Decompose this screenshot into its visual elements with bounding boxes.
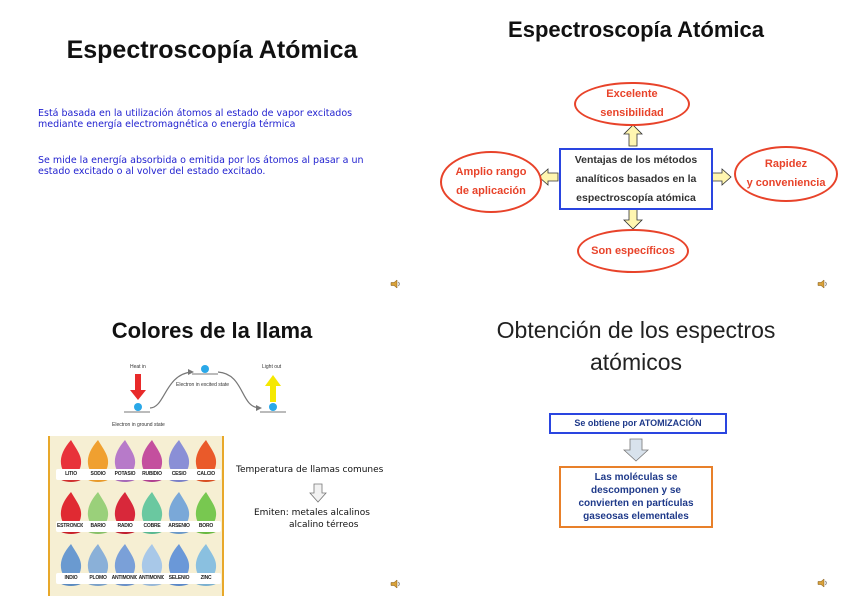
flame-lead: PLOMO [83,542,113,588]
flame-arsenic: ARSENIO [164,490,194,536]
flame-zinc: ZINC [191,542,221,588]
flame-selenium: SELENIO [164,542,194,588]
flame-label: COBRE [137,521,167,532]
flame-copper: COBRE [137,490,167,536]
arrows-diagram [538,124,732,230]
speaker-icon[interactable] [817,279,829,289]
slide-1: Espectroscopía Atómica Está basada en la… [0,0,424,300]
arrow-up-icon [623,124,643,147]
arrow-left-icon [538,168,559,186]
flame-label: POTASIO [110,469,140,480]
paragraph-2-line-2: estado excitado o al volver del estado e… [38,166,266,177]
oval-range-line-2: de aplicación [456,185,526,197]
flame-barium: BARIO [83,490,113,536]
atomization-box: Se obtiene por ATOMIZACIÓN [549,413,727,434]
flame-row-2: ESTRONCIO BARIO RADIO COBRE ARSENIO BORO [50,490,222,540]
ground-state-label: Electron in ground state [112,422,165,428]
flame-rubidium: RUBIDIO [137,438,167,484]
flame-label: ANTIMONIO [137,573,167,584]
flame-label: SODIO [83,469,113,480]
oval-sensitivity-line-1: Excelente [606,88,658,100]
flame-row-1: LITIO SODIO POTASIO RUBIDIO CESIO CALCIO [50,438,222,488]
flame-label: SELENIO [164,573,194,584]
flame-radium: RADIO [110,490,140,536]
slide-3: Colores de la llama Heat in Light out El… [0,300,424,600]
light-out-label: Light out [262,364,282,370]
oval-range: Amplio rango de aplicación [440,151,542,213]
slide-4-title-line-1: Obtención de los espectros [496,317,776,343]
flame-label: BORO [191,521,221,532]
flame-calcium: CALCIO [191,438,221,484]
flame-lithium: LITIO [56,438,86,484]
paragraph-2-line-1: Se mide la energía absorbida o emitida p… [38,155,364,166]
flame-label: CESIO [164,469,194,480]
down-arrow-icon [623,438,649,462]
slide-3-title: Colores de la llama [111,318,313,343]
oval-sensitivity-line-2: sensibilidad [600,107,664,119]
slide-4-title-line-2: atómicos [589,349,683,375]
flame-antimony-2: ANTIMONIO [137,542,167,588]
arrow-down-icon [623,207,643,230]
speaker-icon[interactable] [390,279,402,289]
advantages-line-2: analíticos basados en la [575,172,697,185]
emit-line-1: Emiten: metales alcalinos [254,508,370,518]
advantages-line-1: Ventajas de los métodos [574,153,698,166]
flame-label: BARIO [83,521,113,532]
slide-1-title: Espectroscopía Atómica [66,36,358,64]
paragraph-2: Se mide la energía absorbida o emitida p… [38,155,398,177]
molecules-line-4: gaseosas elementales [583,511,689,522]
down-arrow-icon [309,483,327,503]
speaker-icon[interactable] [390,579,402,589]
flame-label: ESTRONCIO [56,521,86,532]
oval-speed-line-1: Rapidez [764,158,808,170]
flame-boron: BORO [191,490,221,536]
flame-label: PLOMO [83,573,113,584]
oval-specific-label: Son específicos [591,244,675,257]
excited-state-label: Electron in excited state [176,382,230,388]
flame-label: CALCIO [191,469,221,480]
arrow-right-icon [711,168,732,186]
flame-strontium: ESTRONCIO [56,490,86,536]
emit-line-2: alcalino térreos [289,520,359,530]
flame-indium: INDIO [56,542,86,588]
flame-label: ZINC [191,573,221,584]
flame-cesium: CESIO [164,438,194,484]
molecules-box: Las moléculas se descomponen y se convie… [559,466,713,528]
molecules-line-2: descomponen y se [590,485,681,496]
flame-sodium: SODIO [83,438,113,484]
flame-label: RADIO [110,521,140,532]
speaker-icon[interactable] [817,578,829,588]
molecules-line-3: convierten en partículas [578,498,694,509]
slide-4-title: Obtención de los espectros atómicos [424,314,848,378]
flame-label: INDIO [56,573,86,584]
flame-label: ARSENIO [164,521,194,532]
flame-label: ANTIMONIO [110,573,140,584]
oval-sensitivity: Excelente sensibilidad [574,82,690,126]
oval-speed: Rapidez y conveniencia [734,146,838,202]
flame-colors-panel: LITIO SODIO POTASIO RUBIDIO CESIO CALCIO [48,436,224,596]
advantages-line-3: espectroscopía atómica [576,191,696,204]
flame-row-3: INDIO PLOMO ANTIMONIO ANTIMONIO SELENIO … [50,542,222,592]
flame-antimony-1: ANTIMONIO [110,542,140,588]
slide-2-title: Espectroscopía Atómica [508,17,764,42]
flame-label: LITIO [56,469,86,480]
oval-range-line-1: Amplio rango [455,166,527,178]
slide-4: Obtención de los espectros atómicos Se o… [424,300,848,600]
electron-diagram [124,365,286,413]
heat-in-label: Heat in [130,364,146,370]
oval-specific: Son específicos [577,229,689,273]
flame-potassium: POTASIO [110,438,140,484]
advantages-box: Ventajas de los métodos analíticos basad… [559,148,713,210]
paragraph-1: Está basada en la utilización átomos al … [38,108,398,130]
oval-speed-line-2: y conveniencia [746,177,826,189]
temperature-text: Temperatura de llamas comunes [236,465,384,475]
flame-label: RUBIDIO [137,469,167,480]
molecules-line-1: Las moléculas se [594,472,678,483]
paragraph-1-line-2: mediante energía electromagnética o ener… [38,119,296,130]
slide-2: Espectroscopía Atómica Ventajas de los m… [424,0,848,300]
paragraph-1-line-1: Está basada en la utilización átomos al … [38,108,353,119]
